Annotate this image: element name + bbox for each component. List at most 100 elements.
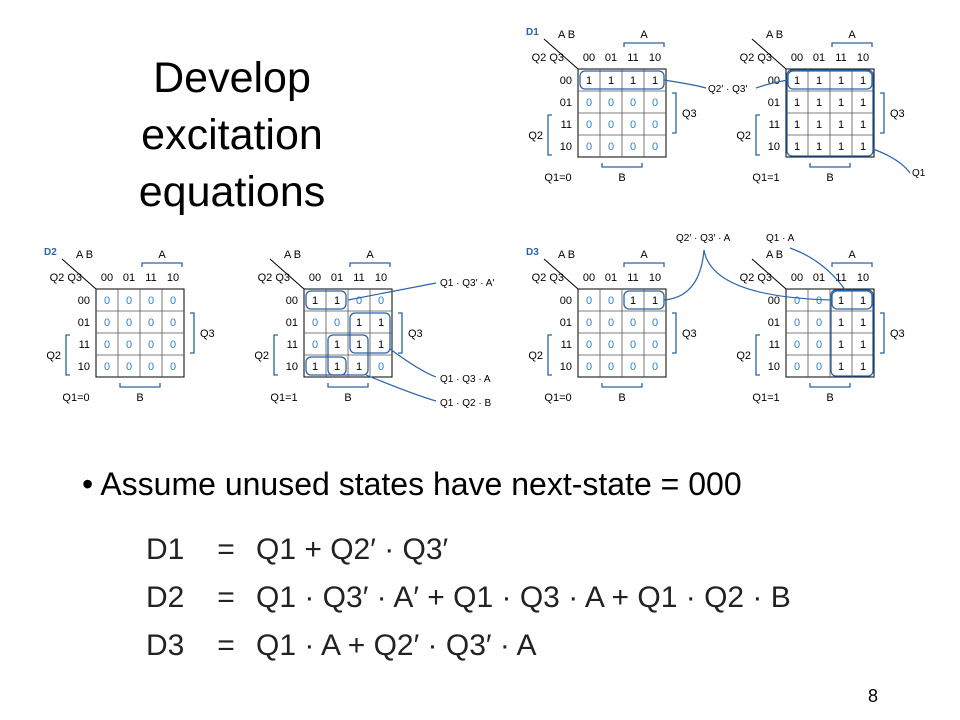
equation-lhs: D3 — [146, 629, 185, 662]
kmap-cell-value: 1 — [816, 75, 822, 87]
kmap-function-label: D1 — [526, 27, 539, 38]
kmap-corner-diagonal — [751, 258, 787, 290]
kmap-cell-value: 0 — [816, 361, 822, 373]
kmap-column-header: 10 — [375, 272, 387, 284]
kmap-q3-bracket — [190, 312, 195, 354]
kmap-cell-value: 0 — [586, 141, 592, 153]
kmap-cell-value: 0 — [794, 339, 800, 351]
kmap-connector — [663, 79, 707, 89]
kmap-loop-d2b-q3n-an-wrap — [305, 356, 347, 376]
kmap-cell-value: 0 — [630, 97, 636, 109]
kmap-row-header: 11 — [561, 339, 572, 351]
kmap-ab-label: A B — [76, 249, 93, 261]
kmap-column-header: 01 — [813, 52, 825, 64]
kmap-row-header: 00 — [768, 295, 780, 307]
kmap-cell-value: 1 — [794, 75, 800, 87]
kmap-column-header: 10 — [167, 272, 179, 284]
kmap-cell-value: 0 — [630, 339, 636, 351]
equals-sign: = — [217, 581, 235, 614]
bullet-assumption: • Assume unused states have next-state =… — [82, 466, 742, 502]
kmap-column-header: 10 — [649, 52, 661, 64]
kmap-cell-value: 0 — [608, 141, 614, 153]
kmap-cell-value: 0 — [608, 339, 614, 351]
kmap-b-label: B — [136, 392, 143, 404]
kmap-column-header: 11 — [353, 272, 364, 284]
slide-title: Develop excitation equations — [112, 50, 352, 221]
equation-lhs: D1 — [146, 533, 185, 566]
kmap-q2q3-label: Q2 Q3 — [740, 52, 772, 64]
kmap-cell-value: 1 — [838, 119, 844, 131]
kmap-cell-value: 0 — [586, 361, 592, 373]
kmap-connector — [789, 247, 847, 292]
kmap-connector — [365, 374, 437, 402]
kmap-q3-bracket — [880, 312, 885, 354]
kmap-cell-value: 1 — [794, 97, 800, 109]
kmap-corner-diagonal — [751, 38, 787, 70]
kmap-row-header: 10 — [286, 361, 298, 373]
kmap-cell-value: 0 — [794, 361, 800, 373]
kmap-cell-value: 0 — [104, 295, 110, 307]
kmap-cell-value: 0 — [608, 97, 614, 109]
kmap-q2-bracket — [273, 334, 278, 376]
kmap-loop-d3b-a — [830, 289, 874, 377]
kmap-cell-value: 0 — [104, 317, 110, 329]
kmap-cell-value: 1 — [860, 295, 866, 307]
kmap-cell-value: 0 — [126, 295, 132, 307]
kmap-loop-d2b-q3n-an — [305, 290, 347, 310]
kmap-cell-value: 1 — [630, 295, 636, 307]
kmap-row-header: 01 — [286, 317, 298, 329]
kmap-cell-value: 1 — [860, 317, 866, 329]
kmap-cell-value: 1 — [860, 361, 866, 373]
kmap-column-header: 01 — [123, 272, 135, 284]
kmap-cell-value: 1 — [838, 141, 844, 153]
kmap-row-header: 11 — [561, 119, 572, 131]
kmap-cell-value: 1 — [838, 339, 844, 351]
kmap-cell-value: 0 — [586, 119, 592, 131]
kmap-b-bracket — [601, 383, 643, 388]
kmap-a-label: A — [640, 249, 648, 261]
title-line: excitation — [141, 111, 323, 159]
kmap-loop-d1b-all — [786, 69, 874, 157]
kmap-b-bracket — [119, 383, 161, 388]
kmap-column-header: 11 — [835, 272, 846, 284]
kmap-q3-bracket — [672, 312, 677, 354]
kmap-cell-value: 1 — [630, 75, 636, 87]
kmap-q2-label: Q2 — [46, 350, 61, 362]
kmap-cell-value: 0 — [170, 317, 176, 329]
kmap-row-header: 00 — [768, 75, 780, 87]
kmap-cell-value: 0 — [126, 317, 132, 329]
kmap-b-bracket — [809, 383, 851, 388]
kmap-a-label: A — [848, 29, 856, 41]
kmap-q3-label: Q3 — [682, 108, 697, 120]
kmap-cell-value: 0 — [608, 119, 614, 131]
kmap-column-header: 11 — [627, 52, 638, 64]
equation-rhs: Q1 · A + Q2′ · Q3′ · A — [256, 629, 537, 662]
kmap-cell-value: 0 — [378, 295, 384, 307]
kmap-cell-value: 1 — [586, 75, 592, 87]
kmap-cell-value: 1 — [356, 317, 362, 329]
title-line: equations — [138, 168, 326, 216]
kmap-q3-label: Q3 — [890, 328, 905, 340]
kmap-row-header: 10 — [560, 361, 572, 373]
kmap-cell-value: 1 — [334, 295, 340, 307]
kmap-loop-d2b-q2-b — [327, 334, 369, 376]
term-label-d1-a: Q2′ · Q3′ — [708, 84, 747, 95]
kmap-q1-label: Q1=1 — [752, 392, 779, 404]
kmap-row-header: 10 — [768, 361, 780, 373]
kmap-cell-value: 1 — [378, 317, 384, 329]
kmap-cell-value: 0 — [652, 97, 658, 109]
kmap-cell-value: 0 — [794, 317, 800, 329]
term-label-d3-a: Q2′ · Q3′ · A — [676, 233, 731, 244]
kmap-cell-value: 1 — [794, 141, 800, 153]
kmap-cell-value: 1 — [816, 141, 822, 153]
kmap-q3-label: Q3 — [890, 108, 905, 120]
kmap-row-header: 11 — [79, 339, 90, 351]
kmap-column-header: 00 — [791, 272, 803, 284]
kmap-q2-bracket — [755, 114, 760, 156]
kmap-cell-value: 1 — [312, 295, 318, 307]
kmap-q2-label: Q2 — [736, 130, 751, 142]
kmap-cell-value: 1 — [860, 97, 866, 109]
kmap-b-label: B — [618, 392, 625, 404]
kmap-q3-label: Q3 — [200, 328, 215, 340]
